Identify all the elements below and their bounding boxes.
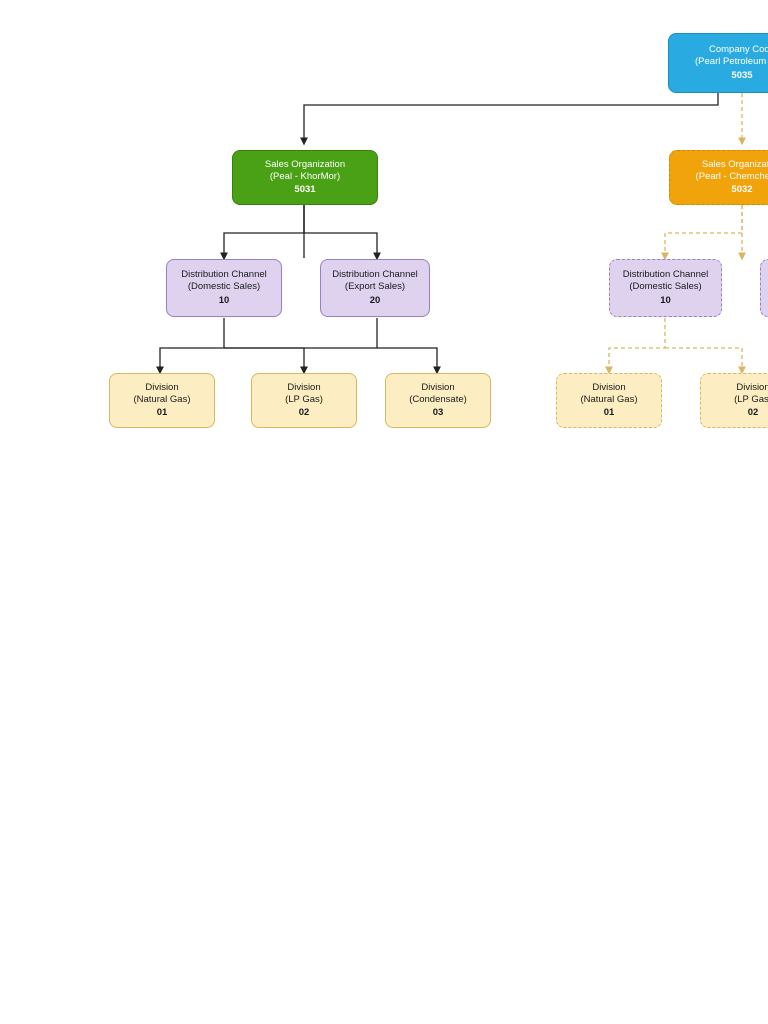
node-div-2-2-line1: Division	[736, 381, 768, 393]
node-distribution-channel-export-5032[interactable]: Distribution Channel (Export Sales) 20	[760, 259, 768, 317]
node-company-code-code: 5035	[731, 69, 753, 81]
node-dc-1-1-line1: Distribution Channel	[181, 269, 267, 281]
node-div-1-1-line1: Division	[145, 381, 179, 393]
node-div-2-2-code: 02	[747, 407, 759, 419]
node-sales-org-5032-line1: Sales Organization	[701, 158, 768, 170]
node-sales-org-5031-line1: Sales Organization	[264, 158, 346, 170]
node-div-2-1-line2: (Natural Gas)	[580, 393, 638, 405]
node-div-1-2-line2: (LP Gas)	[285, 393, 323, 405]
node-sales-org-5032-line2: (Pearl - Chemchemal)	[695, 170, 768, 182]
node-distribution-channel-export-5031[interactable]: Distribution Channel (Export Sales) 20	[320, 259, 430, 317]
node-div-1-2-code: 02	[298, 407, 310, 419]
node-sales-org-5031-line2: (Peal - KhorMor)	[269, 170, 341, 182]
node-company-code-line1: Company Code	[708, 44, 768, 56]
node-company-code[interactable]: Company Code (Pearl Petroleum - K... 503…	[668, 33, 768, 93]
node-sales-org-5031-code: 5031	[294, 184, 316, 196]
node-div-1-3-line2: (Condensate)	[409, 393, 467, 405]
node-dc-1-2-line2: (Export Sales)	[344, 281, 406, 293]
node-division-natural-gas-5032[interactable]: Division (Natural Gas) 01	[556, 373, 662, 428]
node-division-natural-gas-5031[interactable]: Division (Natural Gas) 01	[109, 373, 215, 428]
node-div-2-1-code: 01	[603, 407, 615, 419]
node-dc-2-1-line2: (Domestic Sales)	[629, 281, 702, 293]
node-division-condensate-5031[interactable]: Division (Condensate) 03	[385, 373, 491, 428]
node-dc-1-2-line1: Distribution Channel	[332, 269, 418, 281]
node-company-code-line2: (Pearl Petroleum - K...	[695, 56, 768, 68]
node-div-1-1-line2: (Natural Gas)	[133, 393, 191, 405]
node-div-1-2-line1: Division	[287, 381, 321, 393]
node-sales-org-5032[interactable]: Sales Organization (Pearl - Chemchemal) …	[669, 150, 768, 205]
node-div-2-1-line1: Division	[592, 381, 626, 393]
node-division-lp-gas-5031[interactable]: Division (LP Gas) 02	[251, 373, 357, 428]
node-sales-org-5031[interactable]: Sales Organization (Peal - KhorMor) 5031	[232, 150, 378, 205]
node-div-1-3-line1: Division	[421, 381, 455, 393]
node-dc-1-2-code: 20	[369, 294, 381, 306]
node-div-2-2-line2: (LP Gas)	[734, 393, 768, 405]
node-distribution-channel-domestic-5032[interactable]: Distribution Channel (Domestic Sales) 10	[609, 259, 722, 317]
node-dc-1-1-line2: (Domestic Sales)	[187, 281, 261, 293]
node-division-lp-gas-5032[interactable]: Division (LP Gas) 02	[700, 373, 768, 428]
node-div-1-1-code: 01	[156, 407, 168, 419]
node-dc-2-1-code: 10	[660, 294, 671, 306]
node-distribution-channel-domestic-5031[interactable]: Distribution Channel (Domestic Sales) 10	[166, 259, 282, 317]
node-sales-org-5032-code: 5032	[731, 184, 753, 196]
node-dc-2-1-line1: Distribution Channel	[622, 269, 709, 281]
node-dc-1-1-code: 10	[218, 294, 230, 306]
node-div-1-3-code: 03	[432, 407, 444, 419]
